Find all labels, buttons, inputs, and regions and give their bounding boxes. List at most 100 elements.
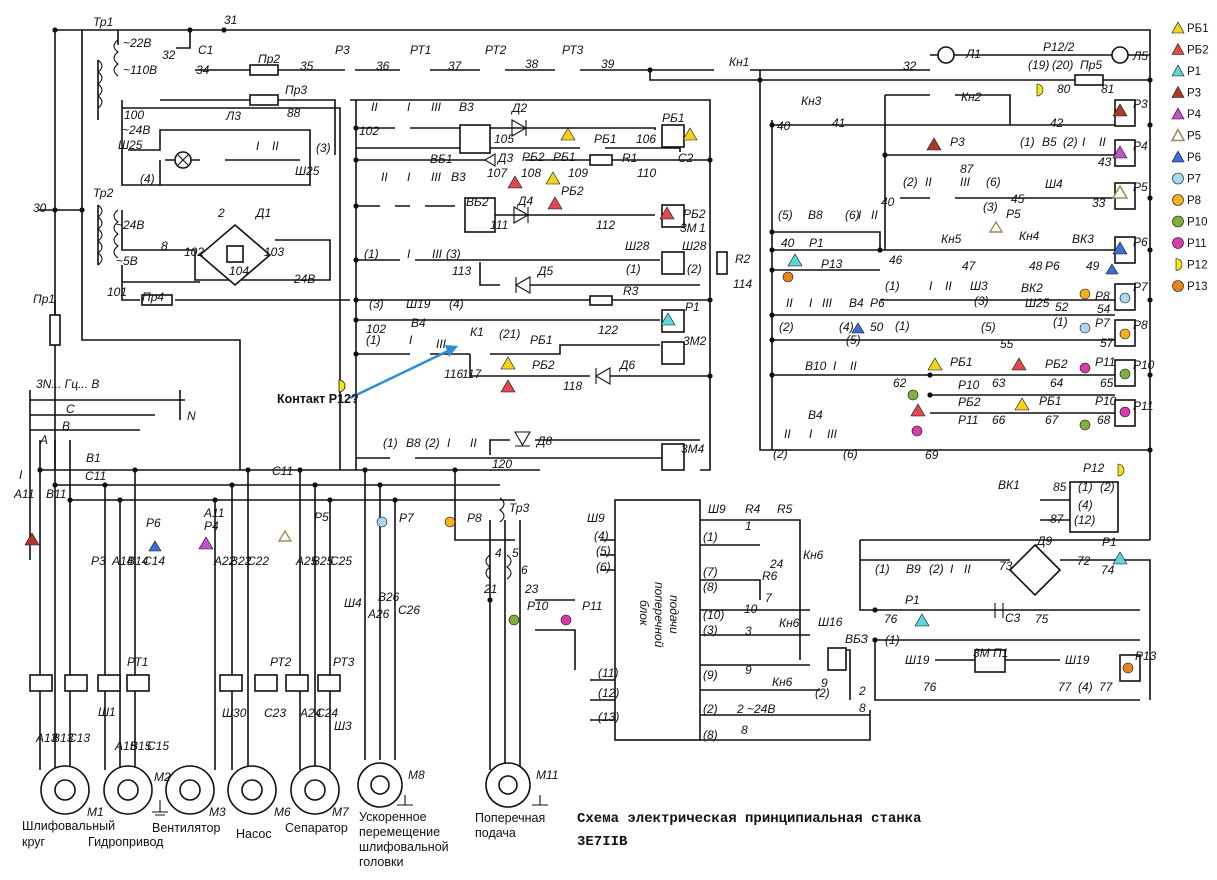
schematic-label: РТ2: [270, 655, 292, 669]
schematic-label: 21: [483, 582, 497, 596]
schematic-label: (5): [981, 320, 996, 334]
schematic-label: 39: [601, 57, 615, 71]
schematic-label: Тр1: [93, 15, 113, 29]
schematic-label: (4): [449, 297, 464, 311]
schematic-label: (1): [1020, 135, 1035, 149]
schematic-label: Ш19: [1065, 653, 1090, 667]
junction-dot: [707, 373, 713, 379]
schematic-label: Д6: [618, 358, 635, 372]
schematic-label: 72: [1077, 554, 1091, 568]
schematic-label: Р12/2: [1043, 40, 1075, 54]
schematic-label: (6): [596, 560, 611, 574]
fuse-pr2: [249, 64, 279, 76]
schematic-label: 102: [366, 322, 386, 336]
schematic-label: II: [272, 139, 279, 153]
junction-dot: [452, 467, 458, 473]
schematic-label: 88: [287, 106, 301, 120]
fuse-pr3: [249, 94, 279, 106]
schematic-label: Ш25: [1025, 296, 1050, 310]
schematic-label: А25: [295, 554, 318, 568]
schematic-label: II: [784, 427, 791, 441]
schematic-label: Р1: [905, 593, 920, 607]
marker-rb1-icon: [560, 127, 576, 141]
legend-marker-icon: [1171, 85, 1185, 98]
junction-dot: [102, 482, 108, 488]
schematic-label: С11: [272, 464, 293, 478]
schematic-label: 2 ~24В: [736, 702, 775, 716]
junction-dot: [769, 337, 775, 343]
schematic-label: РБ2: [522, 150, 545, 164]
marker-p11-icon: [560, 614, 572, 626]
junction-dot: [377, 482, 383, 488]
junction-dot: [221, 27, 227, 33]
schematic-label: (1): [885, 633, 900, 647]
schematic-label: Пр4: [142, 290, 164, 304]
marker-p7-icon: [376, 516, 388, 528]
diode-d5: [514, 276, 531, 294]
schematic-label: ~110В: [123, 63, 157, 77]
schematic-label: 66: [992, 413, 1006, 427]
overload-relay-rt1: [29, 674, 53, 692]
schematic-label: Кн6: [772, 675, 793, 689]
schematic-label: 40: [881, 195, 895, 209]
marker-p4-icon: [1112, 145, 1128, 159]
schematic-label: II: [381, 170, 388, 184]
schematic-label: Ш30: [222, 706, 247, 720]
schematic-label: Р7: [1095, 316, 1111, 330]
transformer-tr2-coil: [97, 204, 103, 266]
fuse-pr1: [49, 314, 61, 346]
schematic-label: 3М4: [681, 442, 705, 456]
coil-p12: [1069, 481, 1119, 533]
schematic-label: Р3: [335, 43, 350, 57]
schematic-label: Ш3: [970, 279, 988, 293]
block-label-line1: блок: [637, 600, 651, 627]
schematic-label: III: [431, 100, 442, 114]
schematic-label: РТ3: [562, 43, 584, 57]
schematic-label: Р12: [1083, 461, 1105, 475]
lamp-l5: [1111, 46, 1129, 64]
schematic-label: III: [822, 296, 833, 310]
marker-rb1-icon: [1014, 397, 1030, 411]
schematic-label: Р7: [399, 511, 415, 525]
schematic-label: II: [786, 296, 793, 310]
marker-p11-icon: [911, 425, 923, 437]
schematic-label: II: [1099, 135, 1106, 149]
fuse-pr4: [141, 294, 173, 306]
schematic-label: ВБЗ: [845, 632, 869, 646]
schematic-label: Тр2: [93, 186, 114, 200]
caption-m3: Вентилятор: [152, 821, 220, 835]
marker-p10-icon: [508, 614, 520, 626]
schematic-label: 3N... Гц... В: [36, 377, 99, 391]
coil-vb1: [459, 124, 491, 154]
schematic-label: Р13: [821, 257, 843, 271]
schematic-label: Ш9: [708, 502, 726, 516]
schematic-label: 62: [893, 376, 907, 390]
schematic-label: РБ2: [958, 395, 981, 409]
schematic-label: (2): [903, 175, 918, 189]
block-label-line3: подачи: [667, 595, 681, 634]
caption-m6: Насос: [236, 827, 272, 841]
schematic-label: 120: [492, 457, 512, 471]
schematic-label: ~24В: [122, 123, 150, 137]
schematic-label: 46: [889, 253, 903, 267]
schematic-label: (2): [687, 262, 702, 276]
schematic-label: III: [432, 247, 443, 261]
schematic-label: (1): [626, 262, 641, 276]
schematic-label: (2): [1100, 480, 1115, 494]
schematic-label: I: [833, 359, 837, 373]
marker-p7-icon: [1119, 292, 1131, 304]
schematic-label: 33: [1092, 196, 1106, 210]
motor-captions: Шлифовальный круг Гидропривод Вентилятор…: [22, 810, 545, 869]
schematic-label: (6): [986, 175, 1001, 189]
schematic-label: (3): [703, 623, 718, 637]
junction-dot: [362, 467, 368, 473]
legend-label: Р7: [1187, 174, 1201, 186]
legend-marker-icon: [1175, 258, 1183, 271]
schematic-label: I: [407, 170, 411, 184]
schematic-label: (3): [369, 297, 384, 311]
callout-marker-icon: [338, 379, 346, 393]
schematic-label: Д2: [510, 101, 527, 115]
caption-m8-l3: шлифовальной: [359, 840, 449, 854]
schematic-label: 35: [300, 59, 314, 73]
